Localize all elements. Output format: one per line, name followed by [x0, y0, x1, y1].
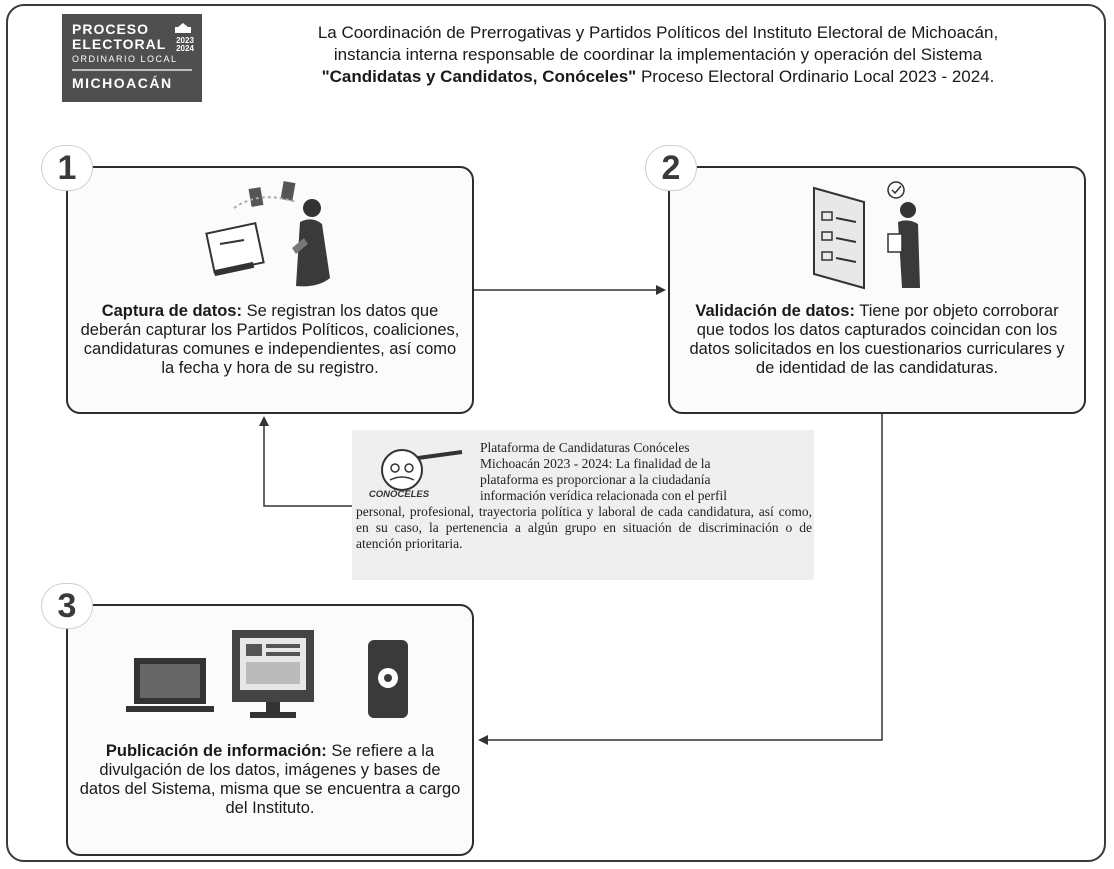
step-2-text: Tiene por objeto corroborar que todos lo… — [689, 302, 1065, 377]
data-validation-illustration — [813, 181, 920, 290]
proceso-electoral-logo: PROCESO ELECTORAL 2023 2024 ORDINARIO LO… — [62, 14, 202, 102]
conoceles-logo-label: CONÓCELES — [368, 489, 430, 500]
step-3-number: 3 — [42, 584, 92, 628]
conoceles-logo-icon — [381, 449, 463, 491]
platform-line-2: Michoacán 2023 - 2024: La finalidad de l… — [480, 456, 711, 471]
logo-line-4: MICHOACÁN — [72, 75, 173, 91]
logo-line-1: PROCESO — [72, 21, 150, 37]
step-2-number: 2 — [646, 146, 696, 190]
logo-line-2: ELECTORAL — [72, 36, 167, 52]
logo-line-3: ORDINARIO LOCAL — [72, 54, 178, 64]
step-3-text: Se refiere a la divulgación de los datos… — [79, 742, 461, 817]
intro-system-name: "Candidatas y Candidatos, Conóceles" — [321, 67, 637, 86]
step-1-text: Se registran los datos que deberán captu… — [80, 302, 460, 377]
logo-rule — [72, 69, 192, 71]
arrow-step2-to-step3 — [478, 414, 883, 745]
platform-description: Plataforma de Candidaturas Conóceles Mic… — [356, 440, 812, 552]
intro-line-1: La Coordinación de Prerrogativas y Parti… — [317, 23, 999, 42]
intro-line-2: instancia interna responsable de coordin… — [333, 45, 983, 64]
publication-devices-illustration — [126, 630, 408, 718]
platform-line-1: Plataforma de Candidaturas Conóceles — [480, 440, 690, 455]
platform-line-3: plataforma es proporcionar a la ciudadan… — [480, 472, 711, 487]
platform-rest: personal, profesional, trayectoria polít… — [356, 504, 812, 551]
step-1-number: 1 — [42, 146, 92, 190]
step-2-description: Validación de datos: Tiene por objeto co… — [680, 302, 1074, 378]
step-2-card — [668, 166, 1086, 414]
diagram-frame — [6, 4, 1106, 862]
step-3-description: Publicación de información: Se refiere a… — [78, 742, 462, 818]
step-1-card — [66, 166, 474, 414]
intro-line-3: "Candidatas y Candidatos, Conóceles" Pro… — [212, 66, 1104, 88]
step-1-title: Captura de datos: — [101, 302, 242, 320]
intro-text: La Coordinación de Prerrogativas y Parti… — [212, 22, 1104, 88]
ballot-box-icon — [175, 23, 191, 33]
step-3-title: Publicación de información: — [105, 742, 327, 760]
platform-line-4: información verídica relacionada con el … — [480, 488, 728, 503]
data-capture-illustration — [205, 181, 330, 287]
step-2-title: Validación de datos: — [695, 302, 855, 320]
intro-line-3-rest: Proceso Electoral Ordinario Local 2023 -… — [636, 67, 995, 86]
arrow-platform-to-step1 — [259, 416, 352, 507]
logo-years: 2023 2024 — [176, 36, 194, 53]
step-1-description: Captura de datos: Se registran los datos… — [78, 302, 462, 378]
